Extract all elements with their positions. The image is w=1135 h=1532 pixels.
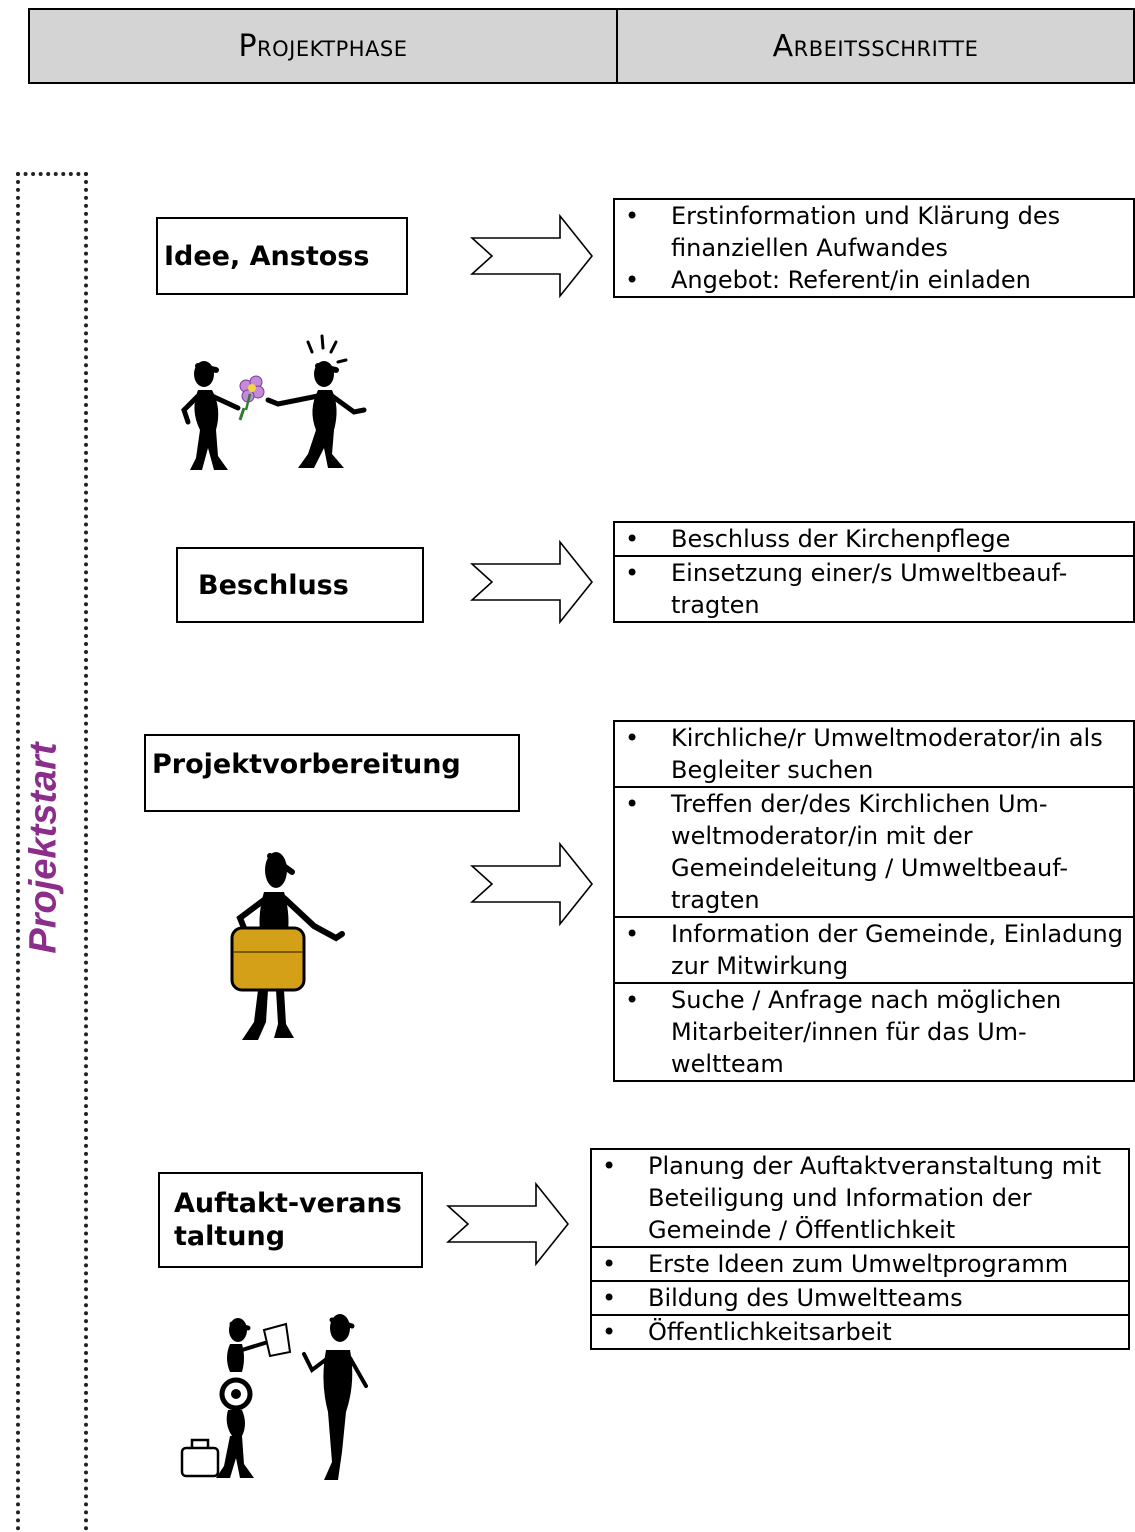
step-row: • Erste Ideen zum Umweltprogramm: [592, 1246, 1128, 1280]
step-row: • Erstinformation und Klärung des finanz…: [615, 200, 1133, 264]
bullet-icon: •: [602, 1284, 617, 1312]
header-steps: Arbeitsschritte: [772, 28, 979, 64]
bullet-icon: •: [602, 1250, 617, 1278]
step-text: Einsetzung einer/s Umweltbeauf-tragten: [671, 559, 1068, 619]
project-start-bracket: [16, 172, 88, 1532]
phase-title: Beschluss: [198, 569, 349, 601]
bullet-icon: •: [625, 266, 640, 294]
step-text: Treffen der/des Kirchlichen Um-weltmoder…: [671, 790, 1069, 914]
flower-exchange-illustration: [181, 334, 367, 470]
step-row: • Treffen der/des Kirchlichen Um-weltmod…: [615, 786, 1133, 916]
bullet-icon: •: [602, 1152, 617, 1180]
step-text: Information der Gemeinde, Einladung zur …: [671, 920, 1124, 980]
step-text: Planung der Auftaktveranstaltung mit Bet…: [648, 1152, 1102, 1244]
arrow-right-icon: [470, 842, 594, 926]
phase-box-projektvorbereitung: Projektvorbereitung: [144, 734, 520, 812]
person-briefcase-illustration: [230, 852, 345, 1040]
step-row: • Beschluss der Kirchenpflege: [615, 523, 1133, 555]
step-row: • Angebot: Referent/in einladen: [615, 264, 1133, 296]
step-row: • Suche / Anfrage nach möglichen Mitarbe…: [615, 982, 1133, 1080]
header-phase: Projektphase: [30, 10, 618, 82]
step-text: Bildung des Umweltteams: [648, 1284, 963, 1312]
step-text: Beschluss der Kirchenpflege: [671, 525, 1011, 553]
phase-title: Idee, Anstoss: [164, 240, 370, 272]
phase-box-auftaktveranstaltung: Auftakt-veranstaltung: [158, 1172, 423, 1268]
step-text: Suche / Anfrage nach möglichen Mitarbeit…: [671, 986, 1062, 1078]
arrow-right-icon: [470, 214, 594, 298]
step-row: • Information der Gemeinde, Einladung zu…: [615, 916, 1133, 982]
bullet-icon: •: [625, 202, 640, 230]
step-text: Öffentlichkeitsarbeit: [648, 1318, 892, 1346]
bullet-icon: •: [625, 724, 640, 752]
bullet-icon: •: [625, 559, 640, 587]
steps-table-auftaktveranstaltung: • Planung der Auftaktveranstaltung mit B…: [590, 1148, 1130, 1350]
bullet-icon: •: [625, 525, 640, 553]
steps-table-idee: • Erstinformation und Klärung des finanz…: [613, 198, 1135, 298]
step-row: • Planung der Auftaktveranstaltung mit B…: [592, 1150, 1128, 1246]
step-row: • Öffentlichkeitsarbeit: [592, 1314, 1128, 1348]
phase-title: Projektvorbereitung: [152, 749, 461, 780]
side-label: Projektstart: [22, 742, 65, 954]
step-text: Erste Ideen zum Umweltprogramm: [648, 1250, 1069, 1278]
bullet-icon: •: [602, 1318, 617, 1346]
steps-table-beschluss: • Beschluss der Kirchenpflege • Einsetzu…: [613, 521, 1135, 623]
step-row: • Kirchliche/r Umweltmoderator/in als Be…: [615, 722, 1133, 786]
table-header: Projektphase Arbeitsschritte: [28, 8, 1135, 84]
bullet-icon: •: [625, 790, 640, 818]
bullet-icon: •: [625, 920, 640, 948]
phase-box-idee: Idee, Anstoss: [156, 217, 408, 295]
step-text: Angebot: Referent/in einladen: [671, 266, 1031, 294]
step-row: • Einsetzung einer/s Umweltbeauf-tragten: [615, 555, 1133, 621]
phase-title: Auftakt-veranstaltung: [174, 1188, 402, 1252]
steps-table-projektvorbereitung: • Kirchliche/r Umweltmoderator/in als Be…: [613, 720, 1135, 1082]
arrow-right-icon: [470, 540, 594, 624]
bullet-icon: •: [625, 986, 640, 1014]
step-text: Erstinformation und Klärung des finanzie…: [671, 202, 1061, 262]
arrow-right-icon: [446, 1182, 570, 1266]
group-meeting-illustration: [180, 1314, 368, 1480]
step-row: • Bildung des Umweltteams: [592, 1280, 1128, 1314]
step-text: Kirchliche/r Umweltmoderator/in als Begl…: [671, 724, 1103, 784]
phase-box-beschluss: Beschluss: [176, 547, 424, 623]
